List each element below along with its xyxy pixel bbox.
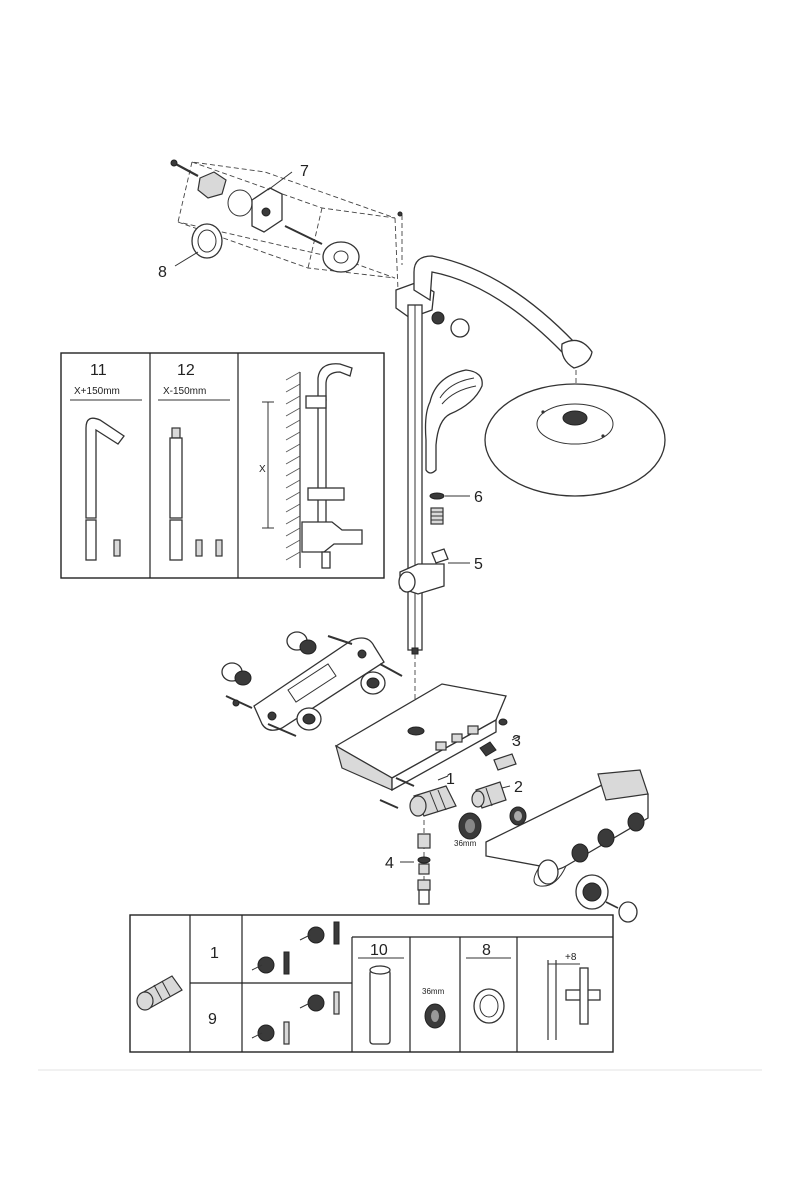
option-11-number: 11 <box>90 362 107 379</box>
shelf-handle-assembly <box>485 769 649 923</box>
tool-sleeve-icon <box>369 969 391 1045</box>
option-11-dimension: X+150mm <box>74 386 120 397</box>
column-8-number: 8 <box>482 942 491 959</box>
callout-2: 2 <box>514 779 523 796</box>
callout-5: 5 <box>474 556 483 573</box>
shower-riser-assembly <box>395 255 666 728</box>
spare-parts-table <box>129 914 614 1053</box>
callout-7: 7 <box>300 163 309 180</box>
x-dimension-label: X <box>259 464 266 475</box>
option-12-dimension: X-150mm <box>163 386 206 397</box>
wall-bracket-assembly <box>170 159 403 291</box>
row-9-number: 9 <box>208 1011 217 1028</box>
callout-4: 4 <box>385 855 394 872</box>
wall-offset-icon <box>547 960 601 1040</box>
callout-8: 8 <box>158 264 167 281</box>
cartridge-icon <box>136 975 183 1011</box>
cover-ring-icon <box>473 988 505 1024</box>
callout-3: 3 <box>512 733 521 750</box>
row-9-fitting-icons <box>251 991 340 1045</box>
riser-options-inset <box>60 352 385 579</box>
column-10-number: 10 <box>370 942 388 959</box>
callout-6: 6 <box>474 489 483 506</box>
row-1-number: 1 <box>210 945 219 962</box>
cartridge-parts <box>379 775 527 840</box>
nut-size-label: 36mm <box>454 839 477 848</box>
mounting-plate-assembly <box>221 631 403 737</box>
column-10-size: 36mm <box>422 987 445 996</box>
offset-label: +8 <box>565 952 577 963</box>
thermostat-body <box>334 683 521 792</box>
row-1-fitting-icons <box>251 921 340 975</box>
outlet-spout-parts <box>400 820 431 905</box>
callout-1: 1 <box>446 771 455 788</box>
option-12-number: 12 <box>177 362 195 379</box>
